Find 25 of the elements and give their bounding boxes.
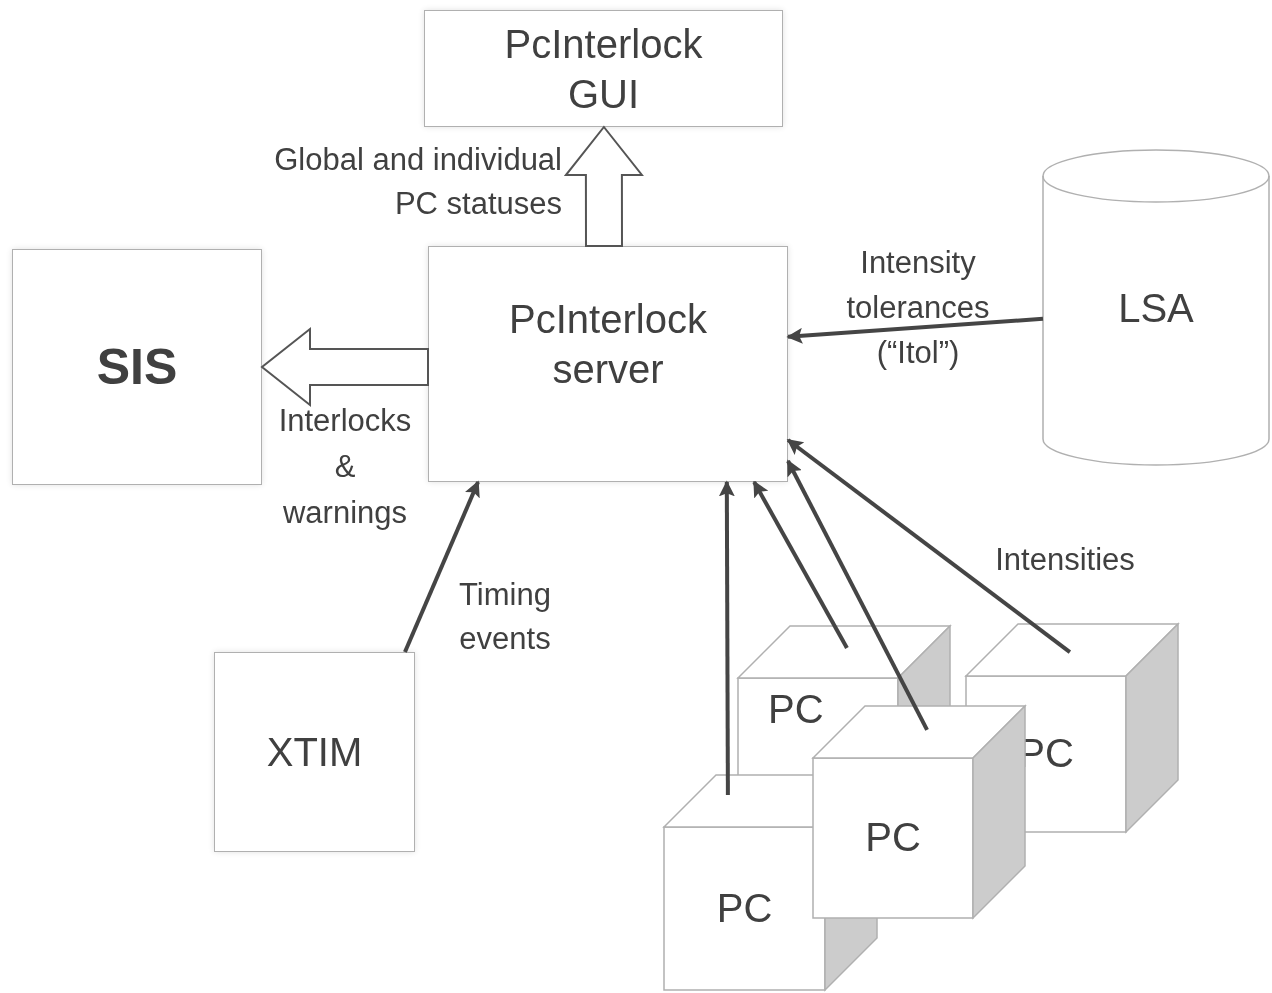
process-box: [214, 652, 415, 852]
arrow: [786, 316, 1044, 344]
node-label: XTIM: [266, 729, 363, 776]
process-box: [12, 249, 262, 485]
node-label: PC: [768, 686, 824, 733]
node-label: PcInterlock GUI: [503, 20, 704, 118]
arrow: [752, 480, 849, 649]
process-box: [424, 10, 783, 127]
edge-label: Timing events: [458, 576, 552, 658]
block-arrow: [260, 326, 429, 408]
node-label: PC: [715, 884, 774, 932]
edge-label: Global and individual PC statuses: [273, 141, 562, 223]
process-box: [428, 246, 788, 482]
arrow: [786, 438, 1072, 654]
block-arrow: [563, 125, 644, 247]
arrow: [786, 459, 929, 731]
node-label: LSA: [1118, 284, 1194, 332]
node-label: PcInterlock server: [508, 296, 708, 393]
arrow: [403, 480, 480, 653]
node-label: PC: [864, 814, 922, 861]
edge-label: Intensity tolerances (“Itol”): [845, 244, 991, 372]
node-label: SIS: [96, 337, 178, 397]
edge-label: Interlocks & warnings: [277, 402, 413, 532]
arrow: [718, 480, 735, 795]
edge-label: Intensities: [994, 541, 1136, 579]
